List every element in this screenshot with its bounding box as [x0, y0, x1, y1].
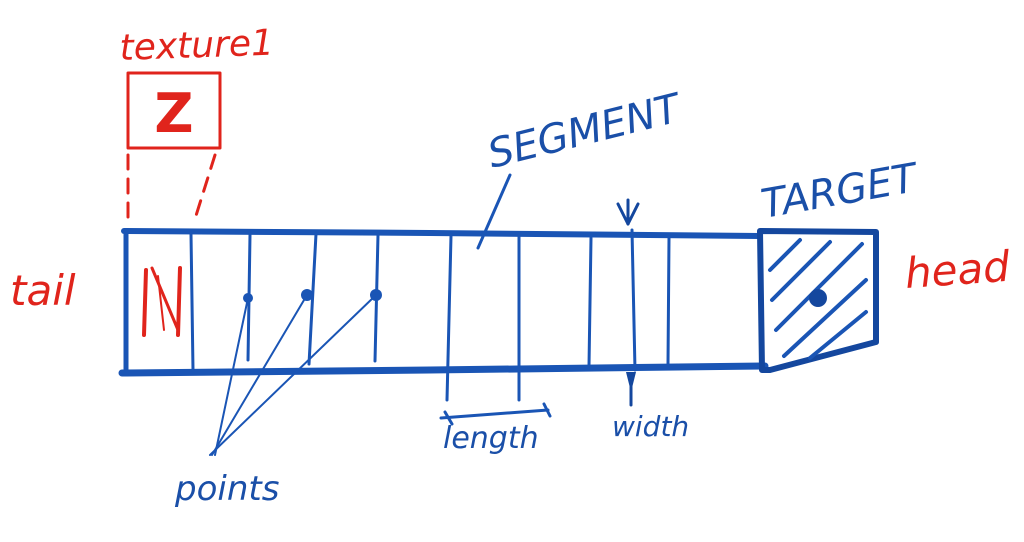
target-hatch: [774, 242, 864, 332]
segment-divider: [587, 236, 593, 368]
target-dot: [809, 289, 827, 307]
head-label: head: [903, 242, 1011, 298]
target-hatch: [770, 240, 832, 302]
width-label: width: [612, 410, 689, 443]
target-box: [757, 228, 879, 373]
target-hatch: [782, 278, 868, 358]
points-annotation: [209, 289, 382, 456]
segment-divider: [666, 236, 671, 366]
points-label: points: [174, 469, 279, 509]
length-label: length: [443, 421, 539, 456]
segment-label: SEGMENT: [483, 85, 688, 178]
texture-connector-right: [192, 153, 217, 224]
length-dimension-line: [439, 408, 550, 420]
texture-label: texture1: [119, 23, 275, 69]
snake-body: [118, 228, 879, 402]
tail-label: tail: [10, 266, 76, 315]
segment-divider: [445, 234, 453, 402]
texture-glyph: Z: [154, 82, 193, 145]
texture-box: [126, 71, 222, 150]
target-label: TARGET: [758, 155, 924, 228]
tail-texture-glyph: [142, 266, 182, 337]
segment-divider: [189, 232, 195, 372]
target-hatch: [768, 238, 802, 272]
segment-divider: [630, 228, 637, 372]
segment-pointer: [476, 173, 512, 250]
segment-divider: [307, 232, 318, 366]
target-hatch: [808, 310, 868, 360]
